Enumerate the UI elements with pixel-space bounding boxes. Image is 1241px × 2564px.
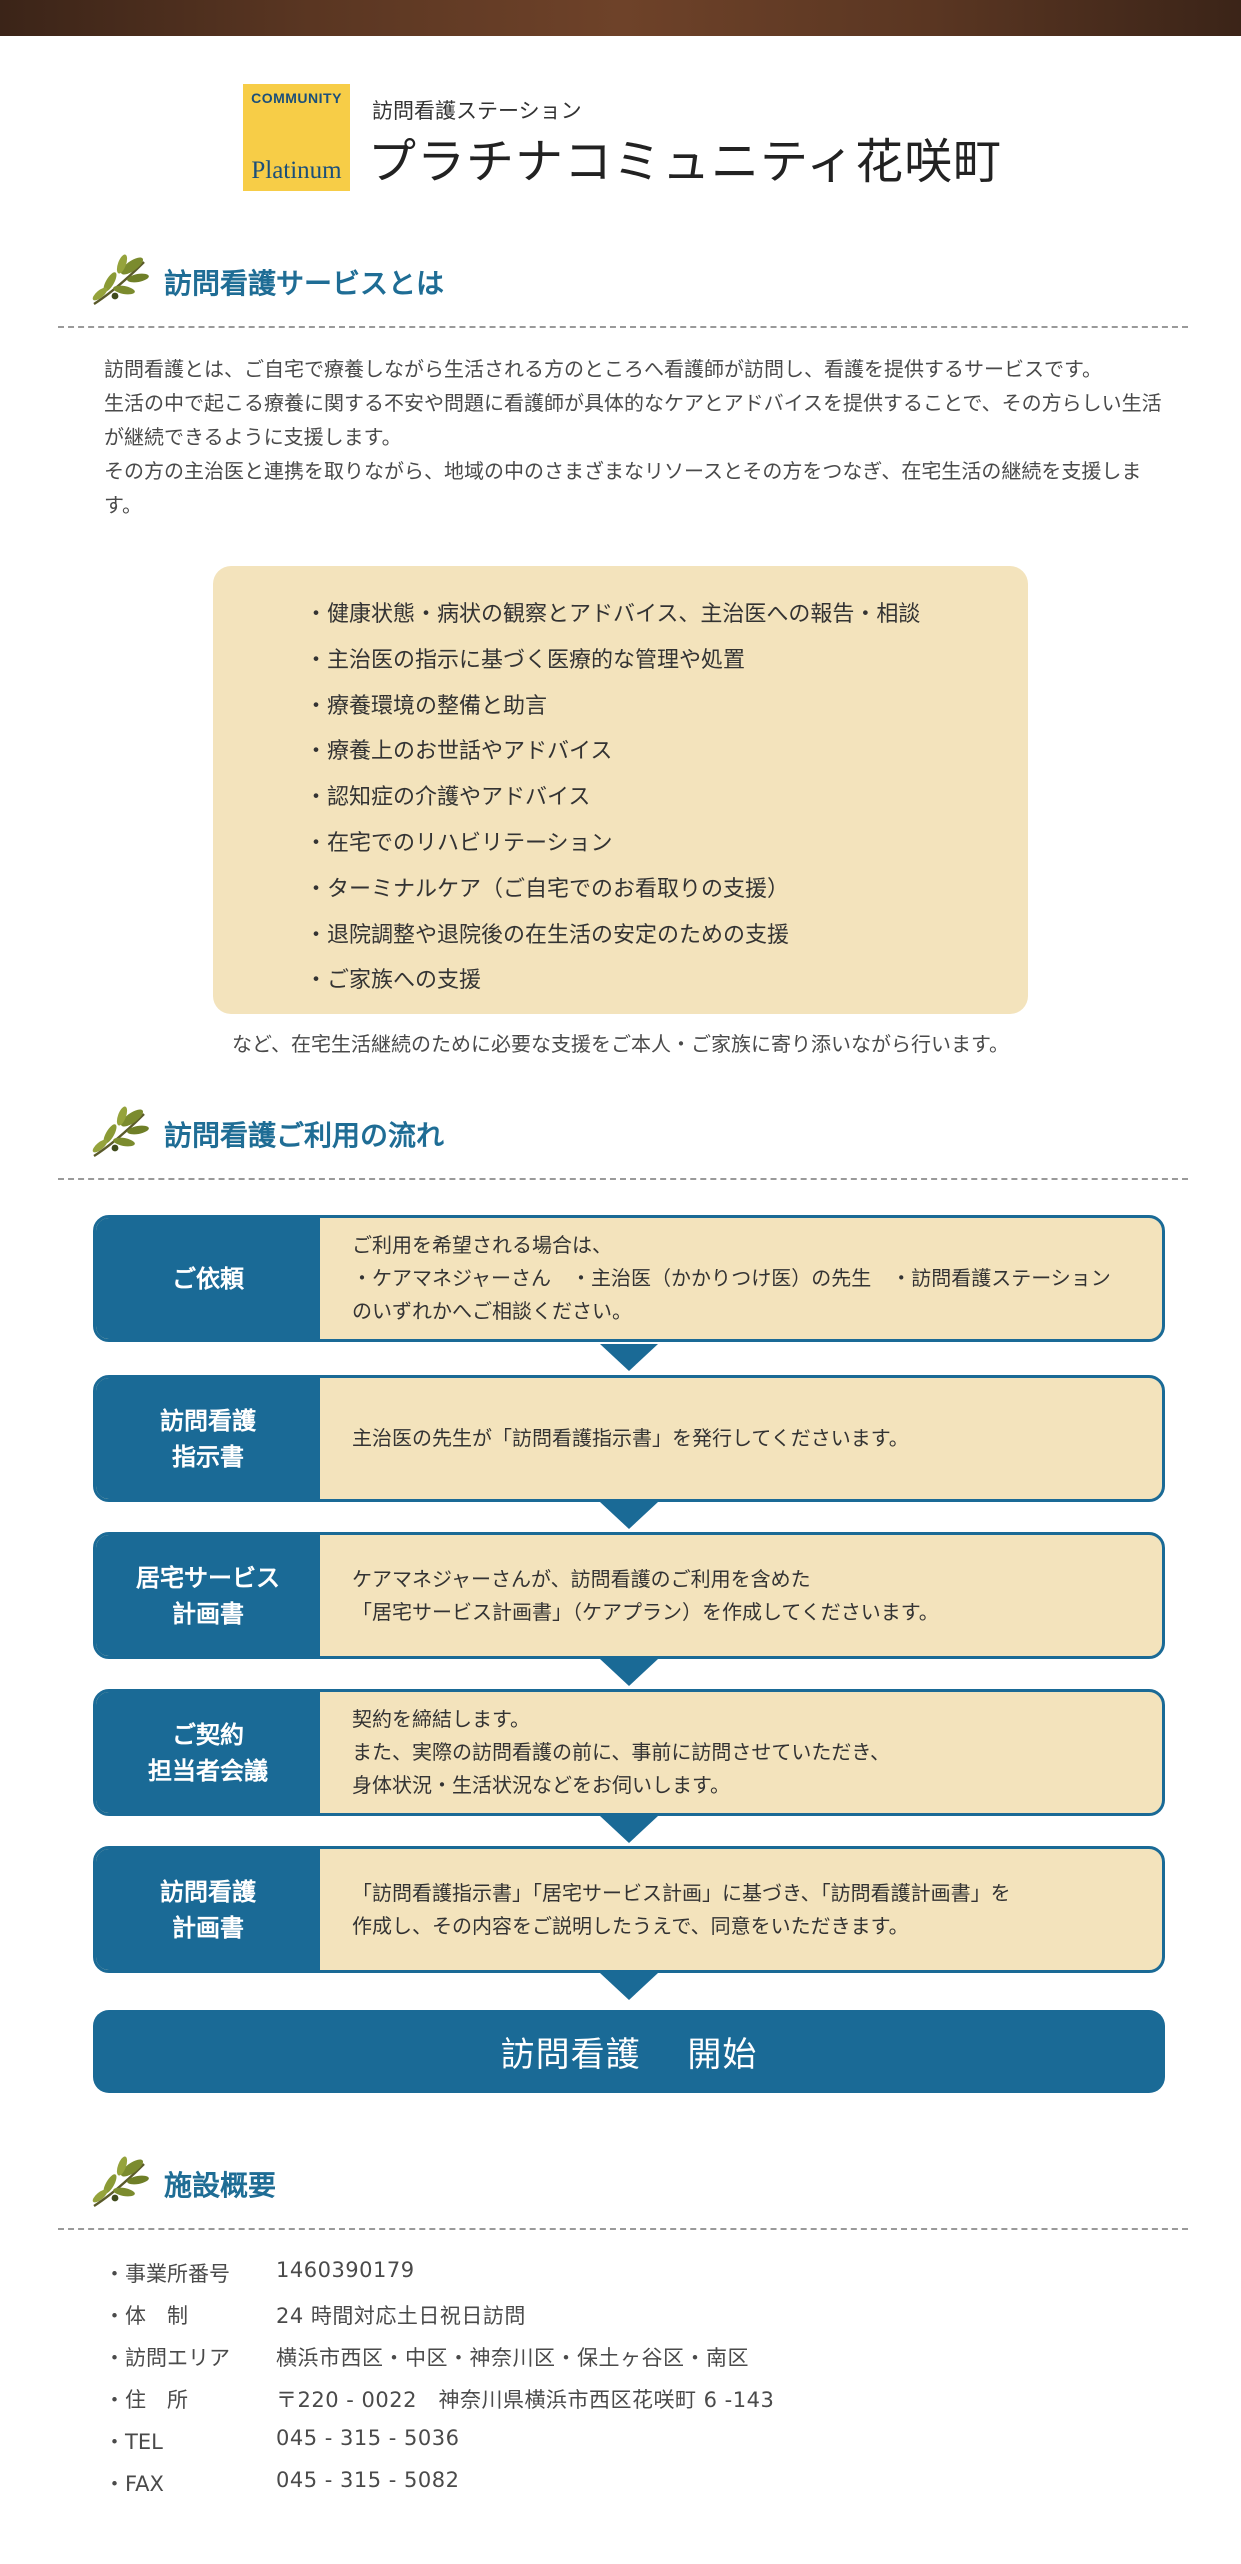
logo-top-text: COMMUNITY <box>251 90 342 106</box>
dashed-divider <box>58 2228 1188 2230</box>
step-line: 「訪問看護指示書」「居宅サービス計画」に基づき、「訪問看護計画書」を <box>352 1880 1011 1905</box>
section-heading-about: 訪問看護サービスとは <box>88 252 1188 316</box>
flow-step-nursing-plan: 訪問看護 計画書 「訪問看護指示書」「居宅サービス計画」に基づき、「訪問看護計画… <box>93 1846 1165 1973</box>
olive-leaf-icon <box>92 254 149 306</box>
flow-arrow-down-icon <box>600 1659 658 1686</box>
step-line: ケアマネジャーさんが、訪問看護のご利用を含めた <box>352 1566 811 1591</box>
flow-step-care-plan: 居宅サービス 計画書 ケアマネジャーさんが、訪問看護のご利用を含めた 「居宅サー… <box>93 1532 1165 1659</box>
step-label: 訪問看護 計画書 <box>96 1849 320 1970</box>
facility-value: 1460390179 <box>276 2258 415 2282</box>
section-heading-flow: 訪問看護ご利用の流れ <box>88 1104 1188 1168</box>
facility-row-office-number: ・事業所番号 1460390179 <box>104 2258 1104 2300</box>
facility-key: ・住 所 <box>104 2388 188 2412</box>
step-line: のいずれかへご相談ください。 <box>352 1299 632 1323</box>
step-line: また、実際の訪問看護の前に、事前に訪問させていただき、 <box>352 1740 890 1764</box>
step-label: ご依頼 <box>96 1218 320 1339</box>
step-label: 居宅サービス 計画書 <box>96 1535 320 1656</box>
community-platinum-logo: COMMUNITY Platinum <box>243 84 350 191</box>
flow-arrow-down-icon <box>600 1973 658 2000</box>
step-line: ご利用を希望される場合は、 <box>352 1233 612 1257</box>
page-title: プラチナコミュニティ花咲町 <box>368 134 1003 190</box>
intro-paragraph: 訪問看護とは、ご自宅で療養しながら生活される方のところへ看護師が訪問し、看護を提… <box>104 357 1102 381</box>
facility-row-system: ・体 制 24 時間対応土日祝日訪問 <box>104 2300 1104 2342</box>
facility-key: ・訪問エリア <box>104 2346 230 2370</box>
services-box: ・健康状態・病状の観察とアドバイス、主治医への報告・相談 ・主治医の指示に基づく… <box>213 566 1028 1014</box>
flow-step-contract: ご契約 担当者会議 契約を締結します。 また、実際の訪問看護の前に、事前に訪問さ… <box>93 1689 1165 1816</box>
list-item: ・療養上のお世話やアドバイス <box>305 739 613 765</box>
intro-paragraph: その方の主治医と連携を取りながら、地域の中のさまざまなリソースとその方をつなぎ、… <box>104 459 1142 517</box>
section-heading-text: 訪問看護ご利用の流れ <box>164 1119 445 1152</box>
step-line: 契約を締結します。 <box>352 1707 530 1731</box>
services-list: ・健康状態・病状の観察とアドバイス、主治医への報告・相談 ・主治医の指示に基づく… <box>305 592 920 1004</box>
list-item: ・ご家族への支援 <box>305 968 482 994</box>
list-item: ・認知症の介護やアドバイス <box>305 785 591 811</box>
step-line: 作成し、その内容をご説明したうえで、同意をいただきます。 <box>352 1913 909 1938</box>
step-line: 身体状況・生活状況などをお伺いします。 <box>352 1773 730 1797</box>
step-description: 主治医の先生が「訪問看護指示書」を発行してくださいます。 <box>352 1378 1142 1499</box>
section-heading-text: 施設概要 <box>164 2169 277 2202</box>
facility-key: ・事業所番号 <box>104 2262 230 2286</box>
facility-value: 横浜市西区・中区・神奈川区・保土ヶ谷区・南区 <box>276 2346 749 2370</box>
step-label: 訪問看護 指示書 <box>96 1378 320 1499</box>
flow-step-request: ご依頼 ご利用を希望される場合は、 ・ケアマネジャーさん ・主治医（かかりつけ医… <box>93 1215 1165 1342</box>
list-item: ・健康状態・病状の観察とアドバイス、主治医への報告・相談 <box>305 602 921 627</box>
flow-arrow-down-icon <box>600 1502 658 1529</box>
olive-leaf-icon <box>92 2156 149 2208</box>
top-decorative-bar <box>0 0 1241 36</box>
list-item: ・ターミナルケア（ご自宅でのお看取りの支援） <box>305 876 790 902</box>
flow-arrow-down-icon <box>600 1344 658 1371</box>
facility-key: ・体 制 <box>104 2304 188 2328</box>
start-text: 訪問看護 開始 <box>500 2035 758 2075</box>
step-description: 「訪問看護指示書」「居宅サービス計画」に基づき、「訪問看護計画書」を 作成し、そ… <box>352 1849 1142 1970</box>
step-line: ・ケアマネジャーさん ・主治医（かかりつけ医）の先生 ・訪問看護ステーション <box>352 1266 1111 1290</box>
facility-value: 045 - 315 - 5036 <box>276 2426 460 2450</box>
facility-row-fax: ・FAX 045 - 315 - 5082 <box>104 2468 1104 2510</box>
flow-step-instruction: 訪問看護 指示書 主治医の先生が「訪問看護指示書」を発行してくださいます。 <box>93 1375 1165 1502</box>
list-item: ・療養環境の整備と助言 <box>305 693 548 719</box>
step-label: ご契約 担当者会議 <box>96 1692 320 1813</box>
intro-text: 訪問看護とは、ご自宅で療養しながら生活される方のところへ看護師が訪問し、看護を提… <box>104 352 1164 522</box>
logo-bottom-text: Platinum <box>251 157 342 184</box>
flow-arrow-down-icon <box>600 1816 658 1843</box>
facility-info: ・事業所番号 1460390179 ・体 制 24 時間対応土日祝日訪問 ・訪問… <box>104 2258 1104 2510</box>
step-description: 契約を締結します。 また、実際の訪問看護の前に、事前に訪問させていただき、 身体… <box>352 1692 1142 1813</box>
flow-start-banner: 訪問看護 開始 <box>93 2010 1165 2093</box>
intro-paragraph: 生活の中で起こる療養に関する不安や問題に看護師が具体的なケアとアドバイスを提供す… <box>104 391 1162 449</box>
step-line: 主治医の先生が「訪問看護指示書」を発行してくださいます。 <box>352 1426 909 1450</box>
facility-key: ・FAX <box>104 2472 164 2496</box>
olive-leaf-icon <box>92 1106 149 1158</box>
facility-row-tel: ・TEL 045 - 315 - 5036 <box>104 2426 1104 2468</box>
step-line: 「居宅サービス計画書」（ケアプラン）を作成してくださいます。 <box>352 1599 939 1624</box>
list-item: ・退院調整や退院後の在生活の安定のための支援 <box>305 922 790 948</box>
list-item: ・在宅でのリハビリテーション <box>305 830 613 856</box>
dashed-divider <box>58 1178 1188 1180</box>
services-note: など、在宅生活継続のために必要な支援をご本人・ご家族に寄り添いながら行います。 <box>232 1032 1009 1056</box>
facility-value: 〒220 - 0022 神奈川県横浜市西区花咲町 6 -143 <box>276 2388 775 2412</box>
section-heading-text: 訪問看護サービスとは <box>164 267 445 300</box>
dashed-divider <box>58 326 1188 328</box>
section-heading-facility: 施設概要 <box>88 2154 1188 2218</box>
facility-row-address: ・住 所 〒220 - 0022 神奈川県横浜市西区花咲町 6 -143 <box>104 2384 1104 2426</box>
facility-value: 24 時間対応土日祝日訪問 <box>276 2304 526 2328</box>
facility-row-area: ・訪問エリア 横浜市西区・中区・神奈川区・保土ヶ谷区・南区 <box>104 2342 1104 2384</box>
step-description: ケアマネジャーさんが、訪問看護のご利用を含めた 「居宅サービス計画書」（ケアプラ… <box>352 1535 1142 1656</box>
step-description: ご利用を希望される場合は、 ・ケアマネジャーさん ・主治医（かかりつけ医）の先生… <box>352 1218 1142 1339</box>
facility-key: ・TEL <box>104 2430 163 2454</box>
header-subtitle: 訪問看護ステーション <box>372 99 582 123</box>
list-item: ・主治医の指示に基づく医療的な管理や処置 <box>305 647 746 673</box>
facility-value: 045 - 315 - 5082 <box>276 2468 460 2492</box>
